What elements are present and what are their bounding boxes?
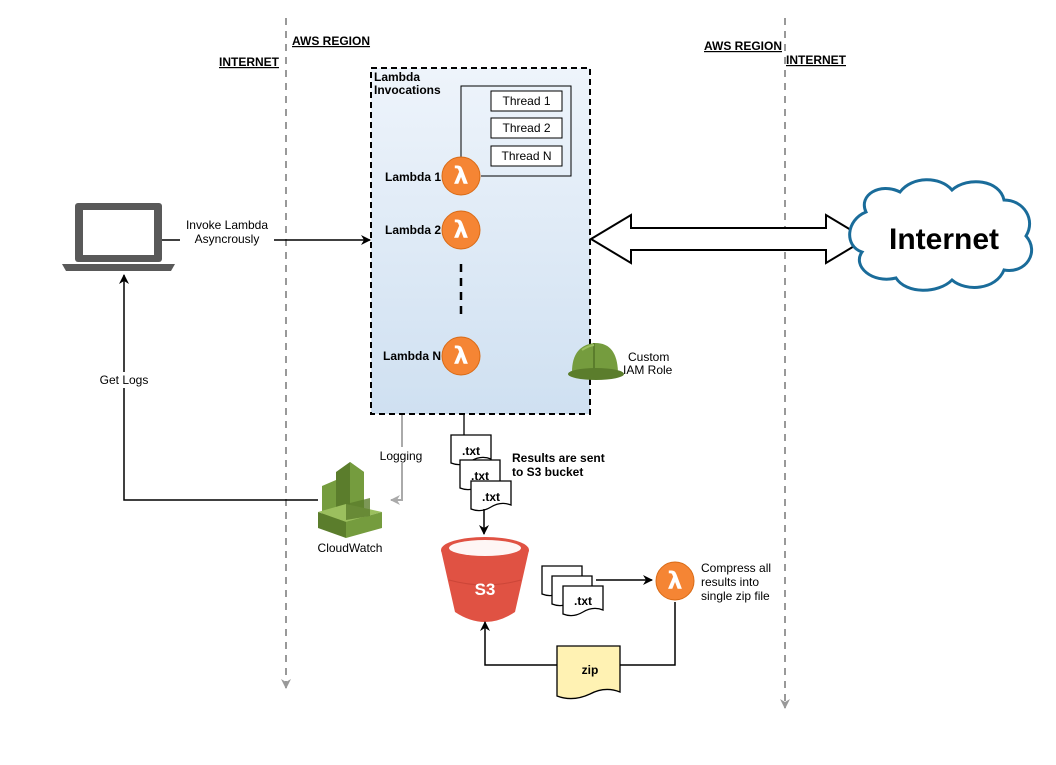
iam-role-label-line2: IAM Role xyxy=(623,363,673,377)
txt-document-stack-results: .txt .txt .txt xyxy=(450,434,512,512)
internet-cloud-icon xyxy=(848,178,1033,292)
s3-bucket-icon xyxy=(441,537,529,622)
get-logs-arrow xyxy=(119,274,318,501)
internet-label-right: INTERNET xyxy=(786,53,847,67)
thread-n-label: Thread N xyxy=(501,149,551,163)
lambda-invocations-title-line1: Lambda xyxy=(374,70,420,84)
compress-label-line1: Compress all xyxy=(701,561,771,575)
lambda-invocations-title-line2: Invocations xyxy=(374,83,441,97)
compress-label-line2: results into xyxy=(701,575,759,589)
txt-doc-label-4: .txt xyxy=(574,594,592,608)
results-label-line2: to S3 bucket xyxy=(512,465,583,479)
txt-doc-label-3: .txt xyxy=(482,490,500,504)
thread-n-box xyxy=(490,145,563,167)
lambda-2-icon xyxy=(441,210,481,250)
lambda-n-icon xyxy=(441,336,481,376)
lambda-1-icon xyxy=(441,156,481,196)
cloudwatch-label: CloudWatch xyxy=(318,541,383,555)
txt-doc-label-2: .txt xyxy=(471,469,489,483)
lambda-2-label: Lambda 2 xyxy=(385,223,441,237)
s3-label: S3 xyxy=(475,580,496,599)
thread-container: Thread 1 Thread 2 Thread N xyxy=(460,85,572,177)
invoke-label-line2: Asyncrously xyxy=(195,232,260,246)
txt-document-stack-s3: .txt xyxy=(541,565,604,617)
invoke-label-line1: Invoke Lambda xyxy=(186,218,268,232)
logging-arrow xyxy=(390,415,403,505)
compress-lambda-icon xyxy=(655,561,695,601)
lambda-n-label: Lambda N xyxy=(383,349,441,363)
logging-label: Logging xyxy=(380,449,423,463)
internet-cloud-label: Internet xyxy=(889,223,999,256)
thread-2-box xyxy=(490,117,563,139)
thread-1-label: Thread 1 xyxy=(502,94,550,108)
zip-label: zip xyxy=(582,663,599,677)
internet-label-left: INTERNET xyxy=(219,55,280,69)
txt-doc-label-1: .txt xyxy=(462,444,480,458)
compress-label-line3: single zip file xyxy=(701,589,770,603)
aws-region-label-left: AWS REGION xyxy=(292,34,370,48)
laptop-icon xyxy=(62,203,175,271)
iam-role-helmet-icon xyxy=(568,342,624,380)
thread-2-label: Thread 2 xyxy=(502,121,550,135)
thread-1-box xyxy=(490,90,563,112)
results-label-line1: Results are sent xyxy=(512,451,605,465)
cloudwatch-icon xyxy=(318,462,382,538)
get-logs-label: Get Logs xyxy=(100,373,149,387)
iam-role-label-line1: Custom xyxy=(628,350,669,364)
aws-region-label-right: AWS REGION xyxy=(704,39,782,53)
zip-document-icon xyxy=(556,645,621,700)
lambda-1-label: Lambda 1 xyxy=(385,170,441,184)
bidirectional-internet-arrow xyxy=(589,213,868,265)
